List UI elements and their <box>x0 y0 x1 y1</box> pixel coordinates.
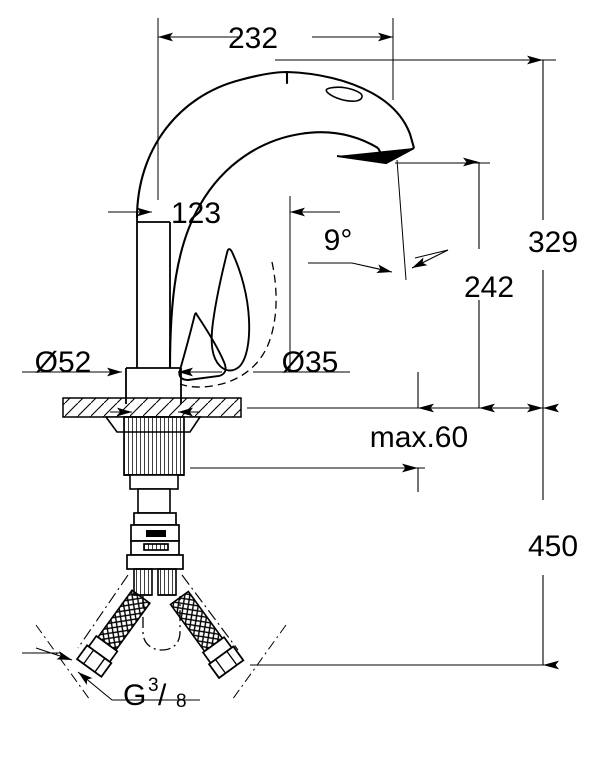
spray-head-angle-dimension <box>351 159 449 281</box>
hidden-hose-stub <box>142 596 181 651</box>
outlet-spigots <box>133 568 177 596</box>
single-lever-handle <box>178 248 251 381</box>
handle-swing-arc <box>179 261 277 388</box>
hose-length-label: 450 <box>528 530 578 563</box>
thread-size-letter: G <box>123 679 146 712</box>
spout-outlet-height-label: 242 <box>464 271 514 304</box>
total-height-label: 329 <box>528 226 578 259</box>
vertical-riser-column <box>125 218 182 404</box>
base-diameter-label: Ø52 <box>35 346 92 379</box>
extension-lines <box>22 18 556 701</box>
hatched-countertop-section <box>62 397 242 418</box>
handle-clearance-label: 123 <box>171 197 221 230</box>
threaded-mounting-shank <box>123 416 185 476</box>
thread-size-slash: / <box>158 679 167 712</box>
braided-supply-hose-right <box>169 590 245 680</box>
braided-supply-hose-left <box>75 589 151 679</box>
hose-routing-guides <box>77 574 239 651</box>
spout-reach-label: 232 <box>228 22 278 55</box>
mounting-hole-diameter-label: Ø35 <box>282 346 339 379</box>
thread-size-callout: G 3 / 8 <box>123 675 187 712</box>
handle-clearance-dimension <box>108 196 340 372</box>
thread-size-numerator: 3 <box>148 675 159 696</box>
spray-head-button <box>325 86 363 102</box>
shank-nut <box>129 474 179 514</box>
spray-head-angle-label: 9° <box>324 224 353 257</box>
thread-size-callout-arrows <box>35 647 113 701</box>
max-counter-thickness-label: max.60 <box>370 421 468 454</box>
cartridge-body <box>126 512 184 570</box>
thread-size-denominator: 8 <box>176 691 187 712</box>
pull-out-spray-head <box>336 147 415 165</box>
hose-end-centrelines <box>35 624 287 701</box>
